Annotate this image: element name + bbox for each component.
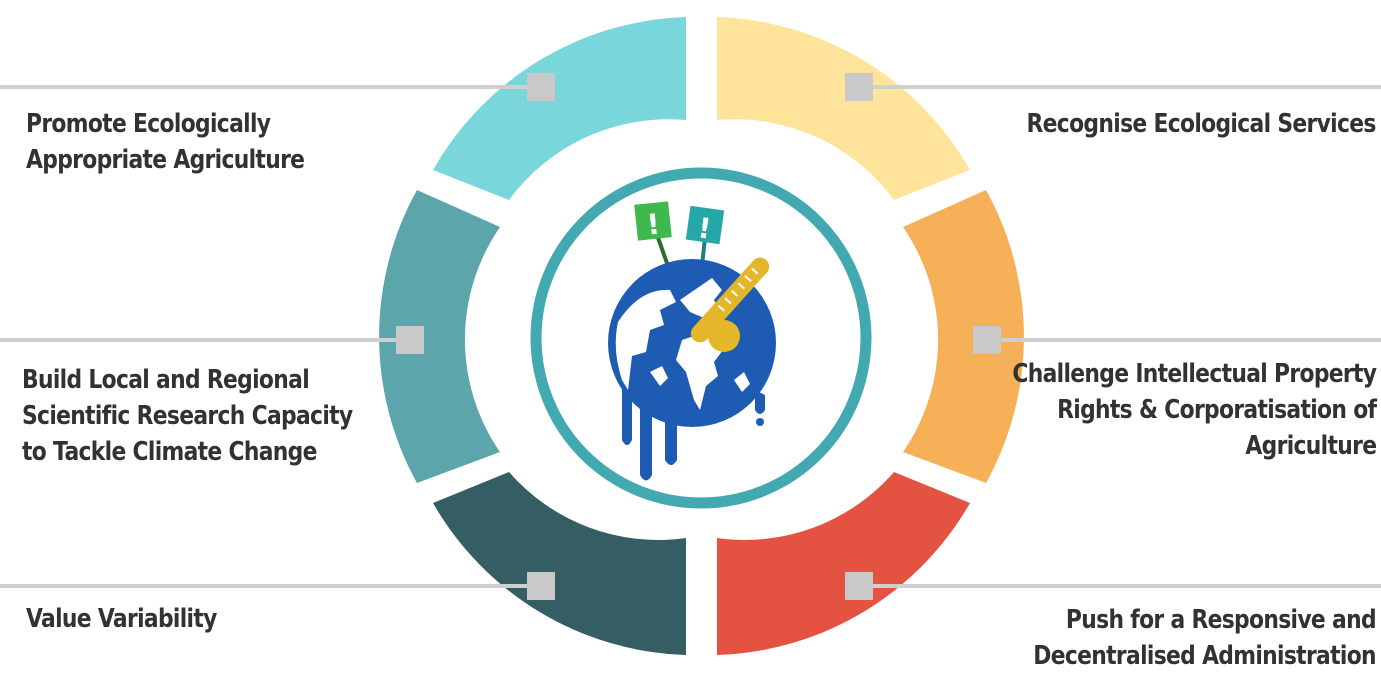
svg-text:!: ! <box>696 211 713 245</box>
label-recognise-ecological-services: Recognise Ecological Services <box>1026 106 1377 142</box>
ring-segment-push <box>717 472 970 655</box>
ring-segment-build <box>379 190 500 483</box>
label-line: Decentralised Administration <box>1033 641 1376 671</box>
connector-square-recognise <box>845 73 873 101</box>
label-build-research-capacity: Build Local and Regional Scientific Rese… <box>22 362 353 470</box>
label-line: Build Local and Regional <box>22 365 310 395</box>
label-line: Rights & Corporatisation of <box>1056 395 1377 425</box>
label-line: Scientific Research Capacity <box>22 401 353 431</box>
label-line: Promote Ecologically <box>26 109 271 139</box>
label-line: Push for a Responsive and <box>1065 605 1377 635</box>
connector-square-push <box>845 572 873 600</box>
label-line: Challenge Intellectual Property <box>1011 359 1377 389</box>
label-line: Value Variability <box>26 604 217 634</box>
protest-signs-icon: ! ! <box>634 201 725 267</box>
ring-segment-challenge <box>903 190 1024 483</box>
label-challenge-ip-rights: Challenge Intellectual Property Rights &… <box>1011 356 1377 464</box>
connector-square-build <box>396 326 424 354</box>
thermometer-icon <box>690 257 770 352</box>
label-line: Appropriate Agriculture <box>26 145 305 175</box>
label-promote-ecological-agriculture: Promote Ecologically Appropriate Agricul… <box>26 106 305 178</box>
connector-lines <box>0 85 1381 588</box>
label-value-variability: Value Variability <box>26 601 217 637</box>
svg-text:!: ! <box>645 207 661 241</box>
connector-square-value <box>527 572 555 600</box>
label-push-responsive-administration: Push for a Responsive and Decentralised … <box>1033 602 1376 674</box>
connector-squares <box>396 73 1001 600</box>
melting-globe-thermometer-icon: ! ! <box>608 201 776 481</box>
label-line: Recognise Ecological Services <box>1026 109 1377 139</box>
connector-square-challenge <box>973 326 1001 354</box>
ring-segment-recognise <box>717 17 970 200</box>
label-line: Agriculture <box>1245 431 1377 461</box>
label-line: to Tackle Climate Change <box>22 437 317 467</box>
connector-square-promote <box>527 73 555 101</box>
ring-segment-promote <box>433 17 686 200</box>
ring-segment-value <box>433 472 686 655</box>
